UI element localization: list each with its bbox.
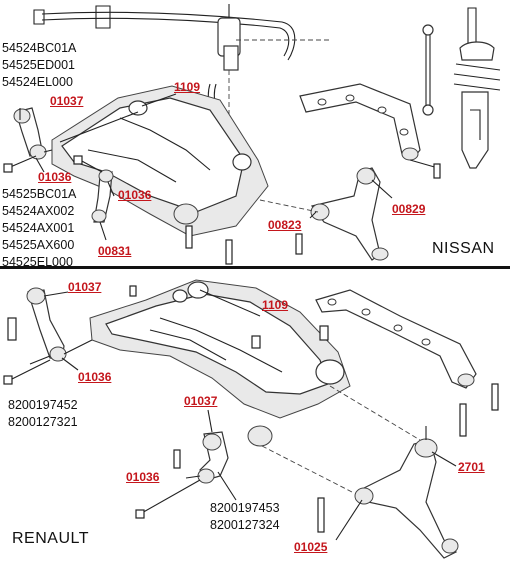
nissan-tie-bar <box>299 83 421 161</box>
renault-wishbone <box>359 439 458 559</box>
nissan-code-wishbone-front: 00823 <box>268 218 302 232</box>
nissan-arm-part-number: 54525ED001 <box>2 58 75 72</box>
renault-tie-bar <box>315 289 477 389</box>
renault-center-arm-part-number: 8200127324 <box>210 518 280 532</box>
nissan-link-part-number: 54524AX001 <box>2 221 75 235</box>
nissan-diagram <box>3 4 501 265</box>
renault-code-wishbone-rear: 2701 <box>458 460 485 474</box>
nissan-code-subframe: 1109 <box>174 80 201 94</box>
renault-brand-label: RENAULT <box>12 530 89 547</box>
section-divider <box>0 266 510 269</box>
nissan-arm-part-number: 54524BC01A <box>2 41 77 55</box>
renault-center-arm-part-number: 8200197453 <box>210 501 280 515</box>
renault-code-left-arm-top: 01037 <box>68 280 102 294</box>
nissan-brand-label: NISSAN <box>432 240 495 257</box>
renault-code-left-arm-bushing: 01036 <box>78 370 112 384</box>
nissan-code-arm-front-bushing: 01036 <box>38 170 72 184</box>
nissan-link-rod <box>93 171 113 223</box>
nissan-link-part-number: 54525AX600 <box>2 238 75 252</box>
nissan-link-part-number: 54525BC01A <box>2 187 77 201</box>
renault-diagram <box>3 279 499 559</box>
renault-left-arm-part-number: 8200127321 <box>8 415 78 429</box>
nissan-code-link-bottom: 00831 <box>98 244 132 258</box>
nissan-code-arm-top-bushing: 01037 <box>50 94 84 108</box>
renault-code-center-arm-top: 01037 <box>184 394 218 408</box>
nissan-code-wishbone-rear: 00829 <box>392 202 426 216</box>
nissan-link-part-number: 54525EL000 <box>2 255 73 269</box>
renault-code-subframe: 1109 <box>262 298 289 312</box>
nissan-arm-part-number: 54524EL000 <box>2 75 73 89</box>
leader-lines <box>19 93 457 541</box>
nissan-link-part-number: 54524AX002 <box>2 204 75 218</box>
renault-code-center-arm-bushing: 01036 <box>126 470 160 484</box>
renault-code-wishbone-front: 01025 <box>294 540 328 554</box>
renault-left-arm-part-number: 8200197452 <box>8 398 78 412</box>
nissan-code-left-arm-bushing: 01036 <box>118 188 152 202</box>
